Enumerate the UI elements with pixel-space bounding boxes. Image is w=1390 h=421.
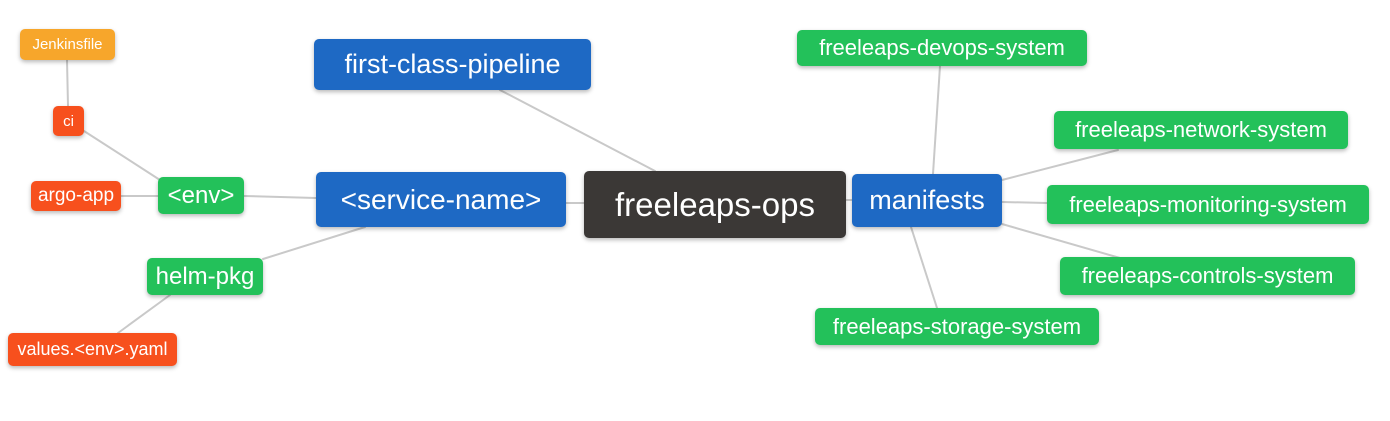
edge-pipeline-ops bbox=[499, 89, 656, 172]
node-freeleaps-network-system-label: freeleaps-network-system bbox=[1075, 117, 1327, 142]
edge-manifests-network bbox=[1001, 149, 1119, 181]
node-freeleaps-storage-system-label: freeleaps-storage-system bbox=[832, 313, 1082, 339]
node-freeleaps-devops-system[interactable]: freeleaps-devops-system bbox=[797, 30, 1087, 66]
edge-manifests-monitoring bbox=[1001, 201, 1048, 204]
node-freeleaps-controls-system-label: freeleaps-controls-system bbox=[1081, 263, 1334, 288]
edge-helm-values bbox=[117, 294, 171, 334]
node-freeleaps-devops-system-label: freeleaps-devops-system bbox=[819, 35, 1065, 60]
node-argo-app[interactable]: argo-app bbox=[31, 181, 121, 211]
edge-devops-manifests bbox=[932, 65, 941, 175]
node-first-class-pipeline[interactable]: first-class-pipeline bbox=[314, 39, 591, 90]
node-manifests-label: manifests bbox=[869, 185, 985, 215]
node-env-label: <env> bbox=[167, 181, 235, 209]
node-freeleaps-ops-label: freeleaps-ops bbox=[615, 185, 815, 223]
node-freeleaps-controls-system[interactable]: freeleaps-controls-system bbox=[1060, 257, 1355, 295]
node-service-name[interactable]: <service-name> bbox=[316, 172, 566, 227]
node-freeleaps-monitoring-system[interactable]: freeleaps-monitoring-system bbox=[1047, 185, 1369, 224]
node-helm-pkg[interactable]: helm-pkg bbox=[147, 258, 263, 295]
node-jenkinsfile[interactable]: Jenkinsfile bbox=[20, 29, 115, 60]
node-service-name-label: <service-name> bbox=[340, 183, 542, 215]
node-jenkinsfile-label: Jenkinsfile bbox=[32, 36, 103, 53]
node-first-class-pipeline-label: first-class-pipeline bbox=[344, 49, 561, 79]
edge-env-service bbox=[243, 195, 317, 199]
edge-service-helm bbox=[262, 226, 366, 260]
node-env[interactable]: <env> bbox=[158, 177, 244, 214]
node-manifests[interactable]: manifests bbox=[852, 174, 1002, 227]
node-freeleaps-ops[interactable]: freeleaps-ops bbox=[584, 171, 846, 238]
node-freeleaps-network-system[interactable]: freeleaps-network-system bbox=[1054, 111, 1348, 149]
edge-jenkinsfile-ci bbox=[66, 59, 69, 107]
node-freeleaps-monitoring-system-label: freeleaps-monitoring-system bbox=[1069, 191, 1347, 217]
edge-manifests-storage bbox=[910, 226, 938, 309]
node-argo-app-label: argo-app bbox=[37, 185, 115, 206]
node-ci[interactable]: ci bbox=[53, 106, 84, 136]
edge-manifests-controls bbox=[1001, 223, 1121, 259]
node-helm-pkg-label: helm-pkg bbox=[155, 262, 255, 290]
edge-ci-env bbox=[83, 130, 161, 181]
node-ci-label: ci bbox=[63, 112, 74, 130]
node-values-env-yaml[interactable]: values.<env>.yaml bbox=[8, 333, 177, 366]
node-freeleaps-storage-system[interactable]: freeleaps-storage-system bbox=[815, 308, 1099, 345]
node-values-env-yaml-label: values.<env>.yaml bbox=[17, 339, 168, 359]
